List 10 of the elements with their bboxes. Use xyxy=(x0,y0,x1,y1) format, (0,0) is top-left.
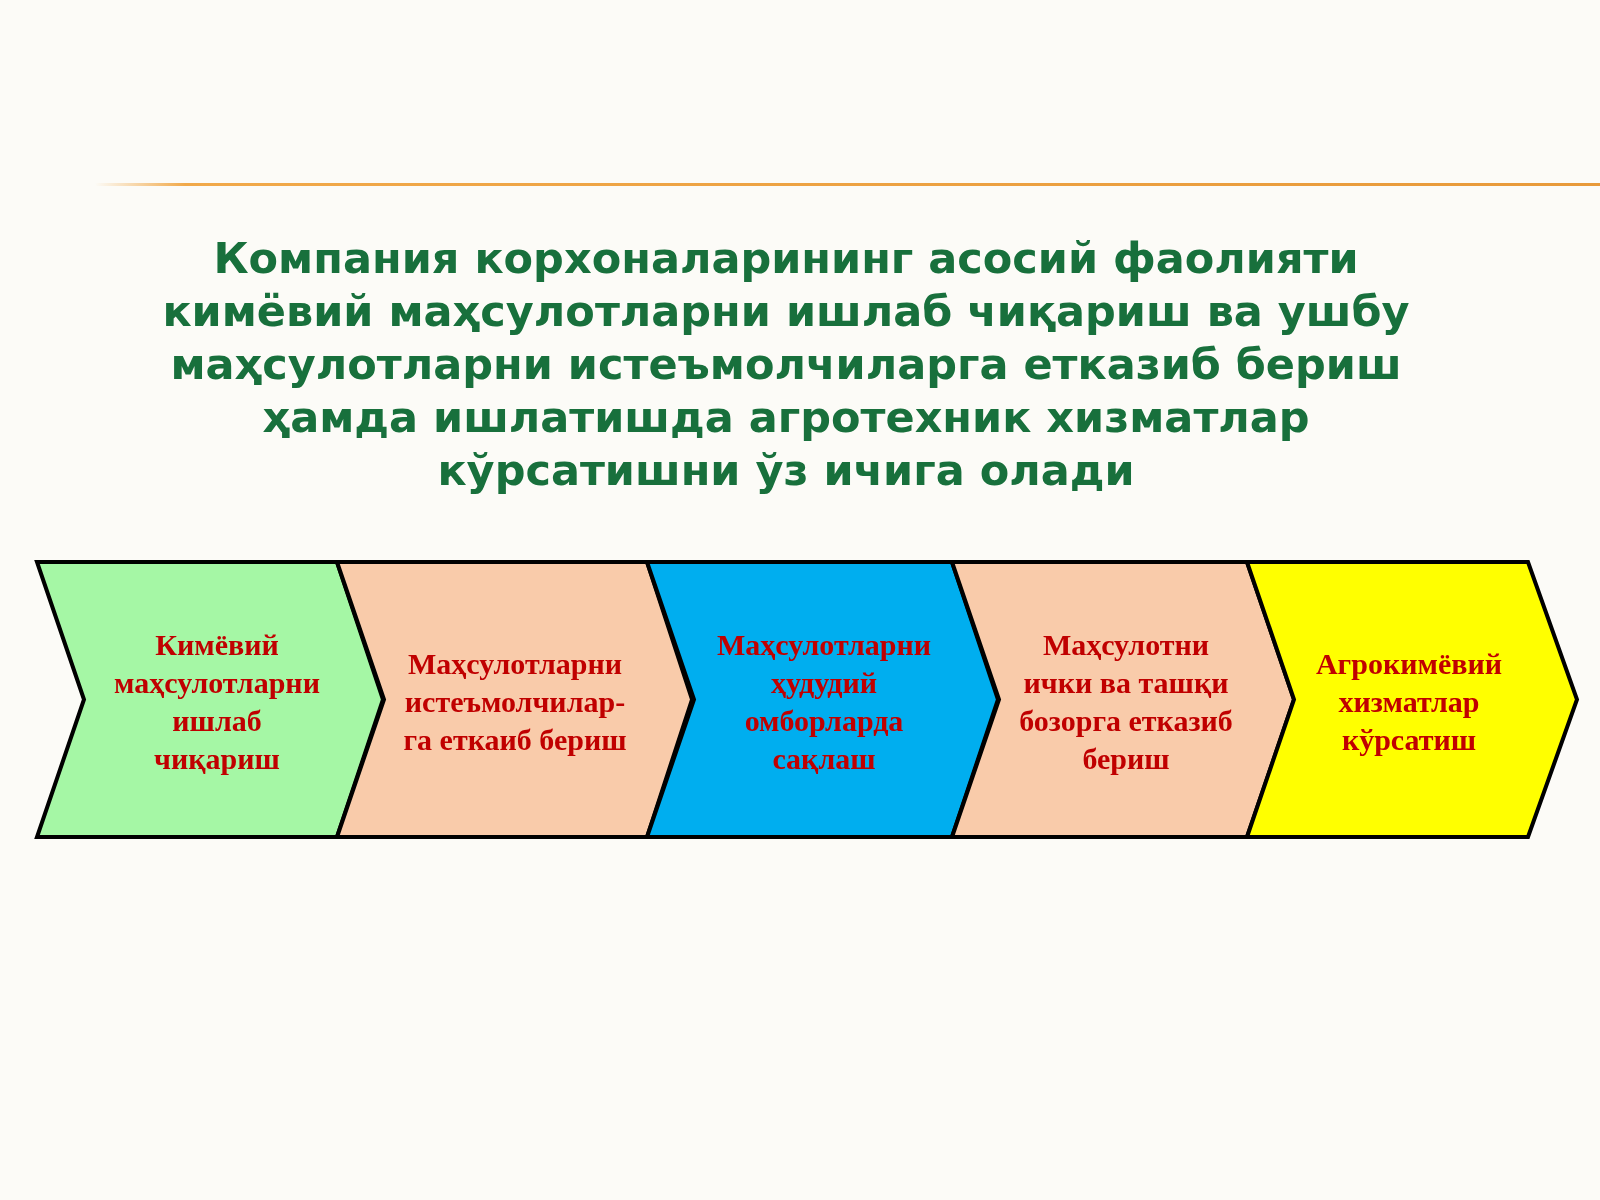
process-step xyxy=(645,560,1000,839)
step-label: Агрокимёвий хизматлар кўрсатиш xyxy=(1314,646,1504,758)
step-label: Маҳсулотни ички ва ташқи бозорга етказиб бериш xyxy=(1018,627,1234,777)
slide-title: Компания корхоналарининг асосий фаолияти кимёвий маҳсулотларни ишлаб чиқариш ва ушбу маҳсулотларни истеъмолчиларга етказиб бериш ҳамда ишлатишда агротехник хизматлар кўрсатишни ўз ичига олади xyxy=(161,232,1411,497)
process-step xyxy=(335,560,694,839)
step-label: Маҳсулотларни ҳудудий омборларда сақлаш xyxy=(716,627,932,777)
process-step xyxy=(35,560,385,839)
step-label: Маҳсулотларни истеъмолчилар-га еткаиб бериш xyxy=(402,646,628,758)
step-label: Кимёвий маҳсулотларни ишлаб чиқариш xyxy=(113,627,321,777)
process-step xyxy=(1245,560,1579,839)
